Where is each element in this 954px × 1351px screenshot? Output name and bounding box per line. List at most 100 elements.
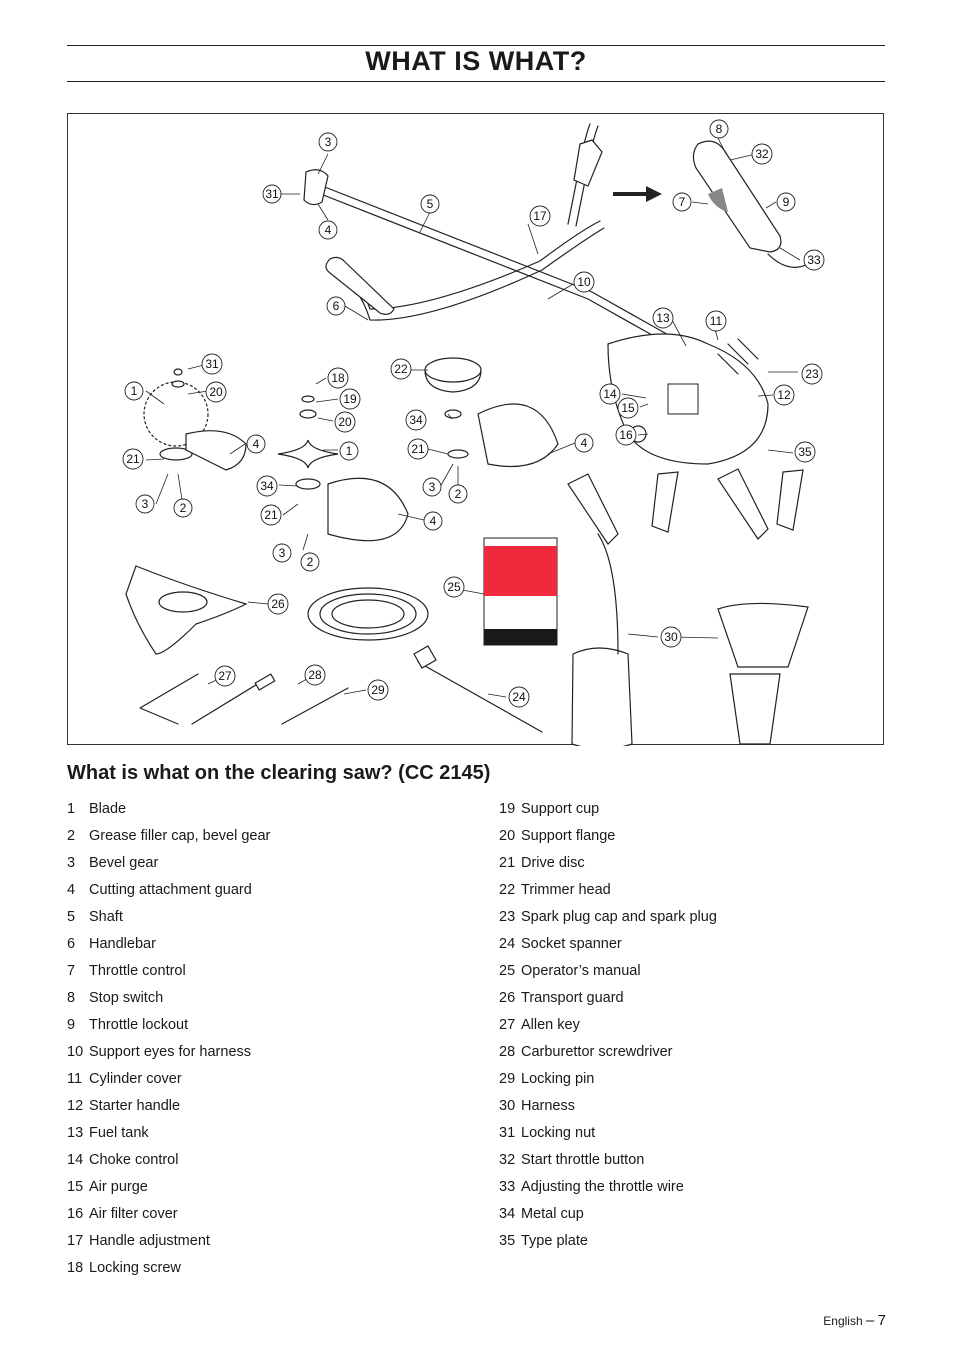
callout-27: 27 bbox=[214, 665, 236, 687]
page-title: WHAT IS WHAT? bbox=[365, 46, 587, 76]
svg-text:20: 20 bbox=[209, 385, 223, 399]
callout-markers: 3 31 5 4 17 6 8 32 7 9 33 10 13 11 22 34… bbox=[122, 119, 825, 708]
svg-text:23: 23 bbox=[805, 367, 819, 381]
callout-22: 22 bbox=[390, 358, 412, 380]
callout-12: 12 bbox=[773, 384, 795, 406]
svg-text:17: 17 bbox=[533, 209, 547, 223]
svg-text:8: 8 bbox=[716, 122, 723, 136]
callout-3: 3 bbox=[318, 132, 338, 152]
svg-text:33: 33 bbox=[807, 253, 821, 267]
callout-4b: 4 bbox=[574, 433, 594, 453]
tools-drawing bbox=[139, 645, 543, 733]
callout-16: 16 bbox=[615, 424, 637, 446]
footer-language: English bbox=[823, 1314, 863, 1328]
callout-6: 6 bbox=[326, 296, 346, 316]
callout-2b: 2 bbox=[448, 484, 468, 504]
operators-manual-drawing bbox=[483, 537, 558, 646]
callout-3d: 3 bbox=[272, 543, 292, 563]
callout-25: 25 bbox=[443, 576, 465, 598]
callout-20b: 20 bbox=[334, 411, 356, 433]
svg-text:9: 9 bbox=[783, 195, 790, 209]
svg-text:31: 31 bbox=[265, 187, 279, 201]
shaft-drawing bbox=[303, 169, 673, 345]
callout-10: 10 bbox=[573, 271, 595, 293]
svg-text:15: 15 bbox=[621, 401, 635, 415]
callout-21b: 21 bbox=[122, 448, 144, 470]
callout-3c: 3 bbox=[135, 494, 155, 514]
grass-blade-assembly-drawing bbox=[277, 395, 409, 542]
footer-dash: – bbox=[865, 1312, 875, 1329]
svg-text:5: 5 bbox=[427, 197, 434, 211]
svg-text:34: 34 bbox=[409, 413, 423, 427]
svg-text:3: 3 bbox=[279, 546, 286, 560]
svg-text:10: 10 bbox=[577, 275, 591, 289]
svg-text:21: 21 bbox=[126, 452, 140, 466]
callout-31: 31 bbox=[262, 184, 282, 204]
callout-20: 20 bbox=[205, 381, 227, 403]
callout-29: 29 bbox=[367, 679, 389, 701]
svg-text:1: 1 bbox=[346, 444, 353, 458]
title-underline bbox=[67, 81, 885, 82]
callout-26: 26 bbox=[267, 593, 289, 615]
callout-13: 13 bbox=[652, 307, 674, 329]
svg-text:6: 6 bbox=[333, 299, 340, 313]
svg-text:28: 28 bbox=[308, 668, 322, 682]
svg-text:13: 13 bbox=[656, 311, 670, 325]
svg-text:2: 2 bbox=[307, 555, 314, 569]
callout-32: 32 bbox=[751, 143, 773, 165]
callout-31b: 31 bbox=[201, 353, 223, 375]
callout-11: 11 bbox=[705, 310, 727, 332]
svg-text:21: 21 bbox=[264, 508, 278, 522]
callout-8: 8 bbox=[709, 119, 729, 139]
svg-text:31: 31 bbox=[205, 357, 219, 371]
svg-text:2: 2 bbox=[180, 501, 187, 515]
svg-text:18: 18 bbox=[331, 371, 345, 385]
callout-7: 7 bbox=[672, 192, 692, 212]
section-title: What is what on the clearing saw? (CC 21… bbox=[67, 762, 491, 784]
svg-text:12: 12 bbox=[777, 388, 791, 402]
svg-text:20: 20 bbox=[338, 415, 352, 429]
svg-text:29: 29 bbox=[371, 683, 385, 697]
svg-text:25: 25 bbox=[447, 580, 461, 594]
svg-text:4: 4 bbox=[325, 223, 332, 237]
svg-text:3: 3 bbox=[142, 497, 149, 511]
svg-text:30: 30 bbox=[664, 630, 678, 644]
svg-text:22: 22 bbox=[394, 362, 408, 376]
svg-text:4: 4 bbox=[253, 437, 260, 451]
svg-text:19: 19 bbox=[343, 392, 357, 406]
callout-4d: 4 bbox=[423, 511, 443, 531]
throttle-handle-drawing bbox=[692, 140, 809, 268]
svg-text:16: 16 bbox=[619, 428, 633, 442]
callout-19: 19 bbox=[339, 388, 361, 410]
callout-30: 30 bbox=[660, 626, 682, 648]
callout-17: 17 bbox=[529, 205, 551, 227]
page-footer: English – 7 bbox=[823, 1312, 886, 1329]
svg-text:14: 14 bbox=[603, 387, 617, 401]
svg-text:3: 3 bbox=[429, 480, 436, 494]
